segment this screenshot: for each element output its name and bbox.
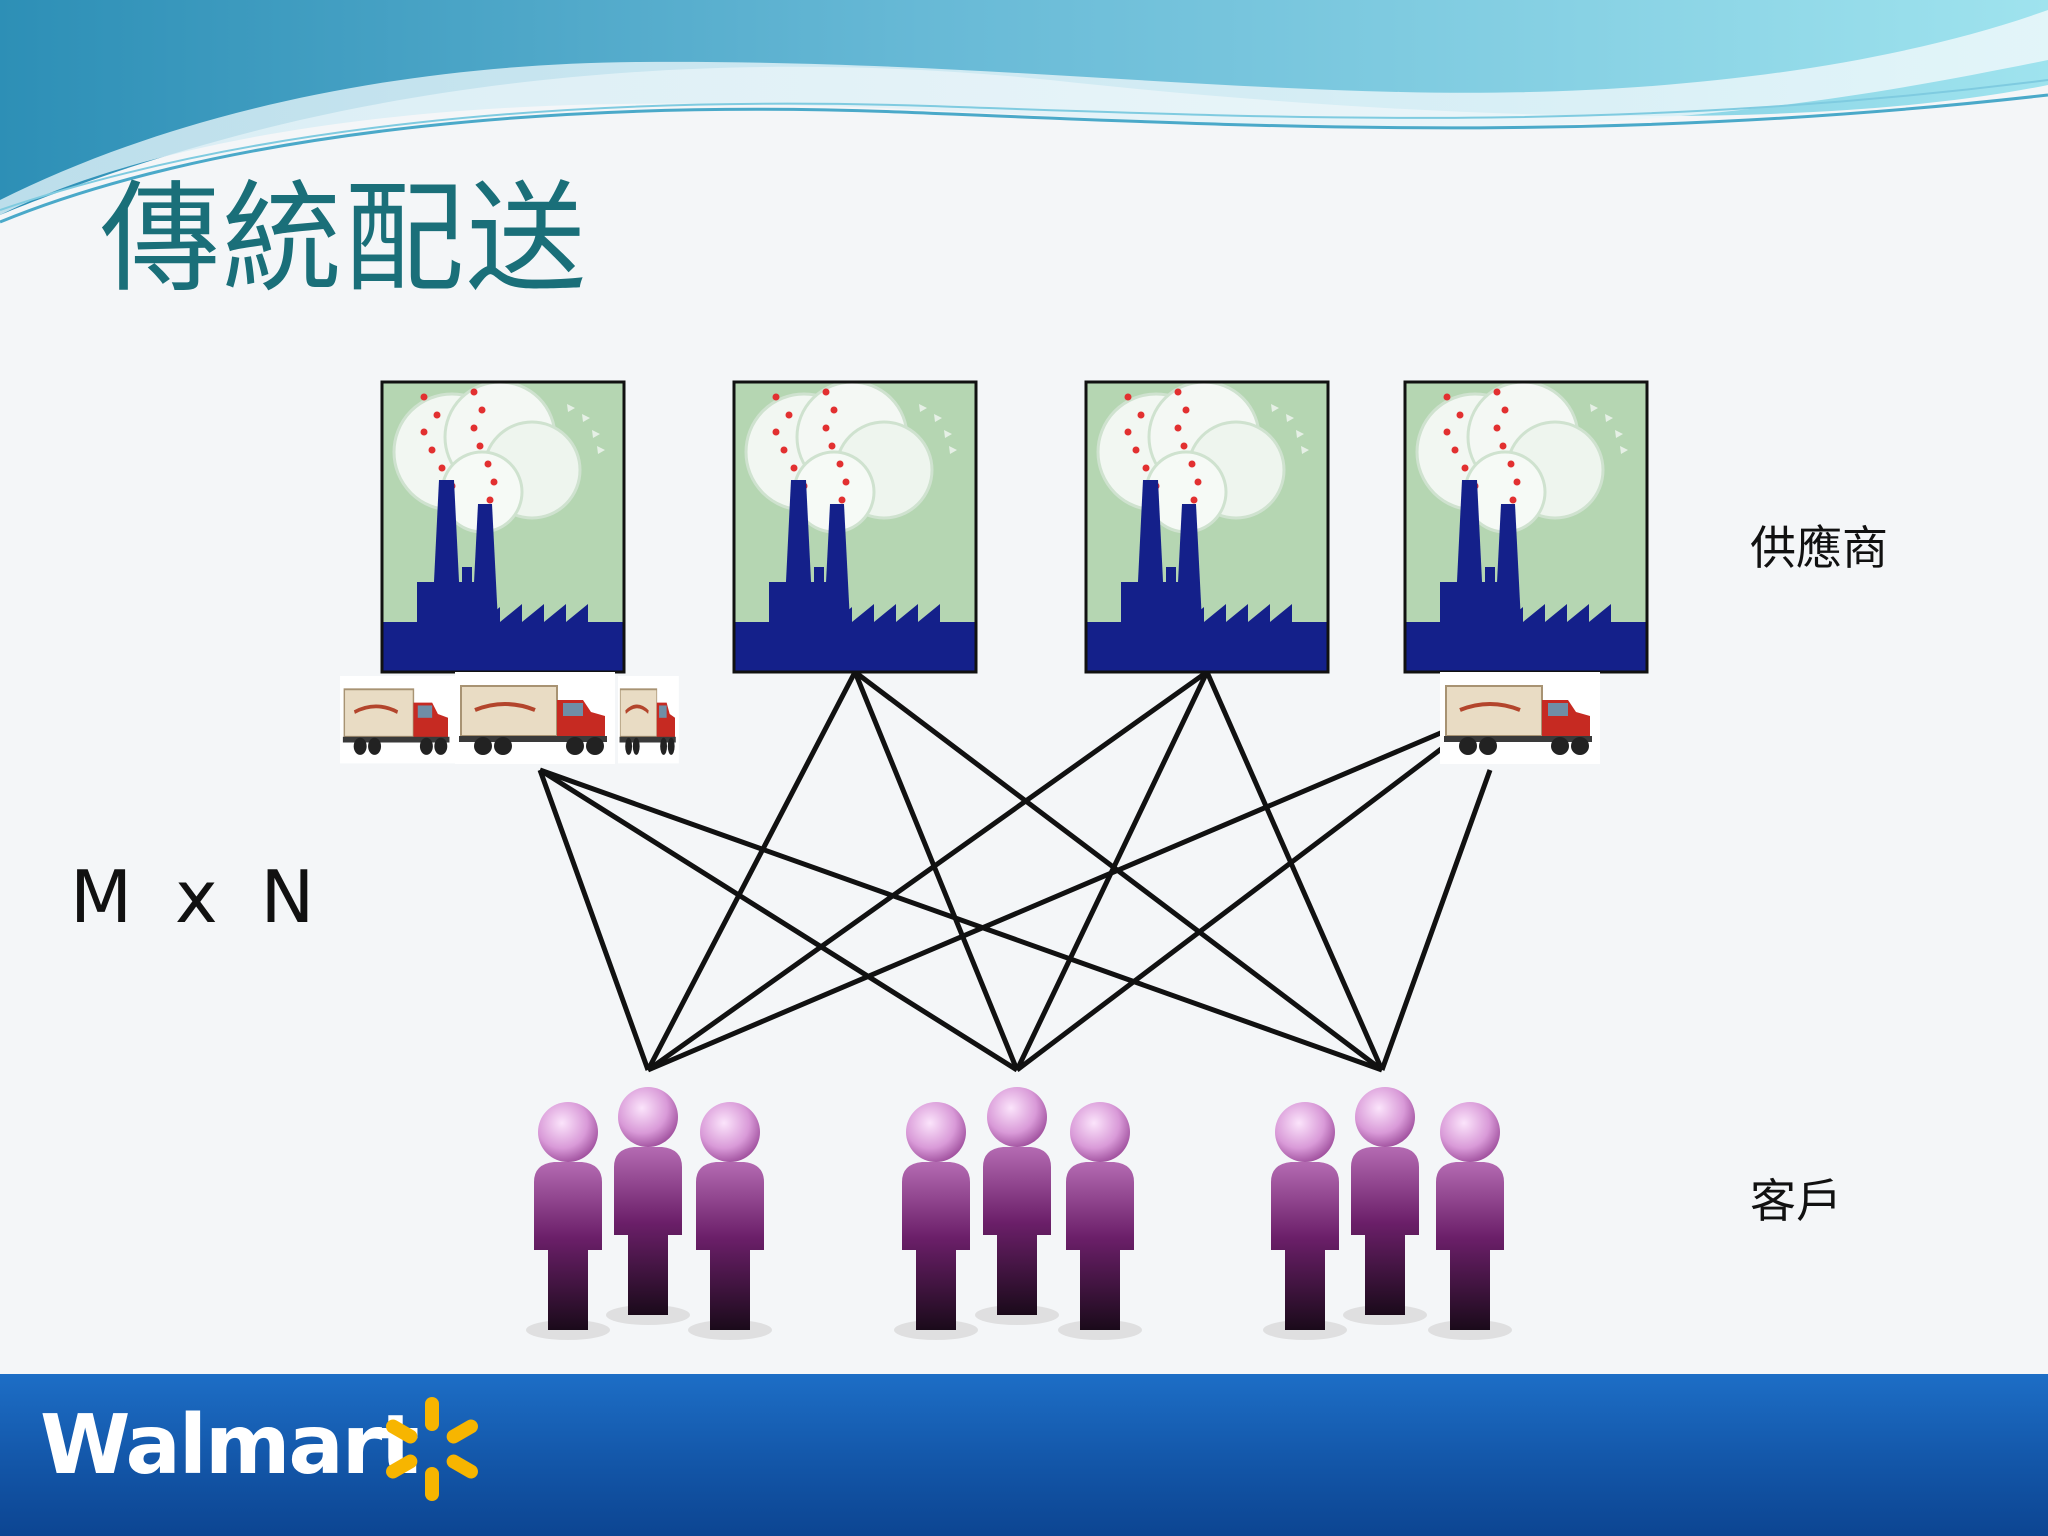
supplier-row bbox=[380, 380, 1649, 674]
factory-icon bbox=[1084, 380, 1330, 674]
truck-icon bbox=[1438, 670, 1602, 766]
header-wave bbox=[0, 0, 2048, 224]
customers-label: 客戶 bbox=[1750, 1174, 1842, 1228]
ratio-label: M x N bbox=[70, 855, 325, 939]
footer-bar bbox=[0, 1374, 2048, 1536]
people-group-icon bbox=[894, 1087, 1142, 1340]
truck-icon bbox=[453, 670, 617, 766]
factory-icon bbox=[1403, 380, 1649, 674]
slide-title: 傳統配送 bbox=[100, 170, 588, 309]
brand-logo-text: Walmart bbox=[40, 1398, 419, 1493]
factory-icon bbox=[380, 380, 626, 674]
distribution-network bbox=[537, 669, 1493, 1073]
truck-row bbox=[338, 670, 1602, 766]
factory-icon bbox=[732, 380, 978, 674]
suppliers-label: 供應商 bbox=[1750, 521, 1888, 575]
customer-row bbox=[526, 1087, 1512, 1340]
truck-icon bbox=[616, 674, 681, 766]
truck-icon bbox=[338, 674, 458, 766]
spark-icon bbox=[386, 1397, 478, 1501]
people-group-icon bbox=[526, 1087, 772, 1340]
people-group-icon bbox=[1263, 1087, 1512, 1340]
